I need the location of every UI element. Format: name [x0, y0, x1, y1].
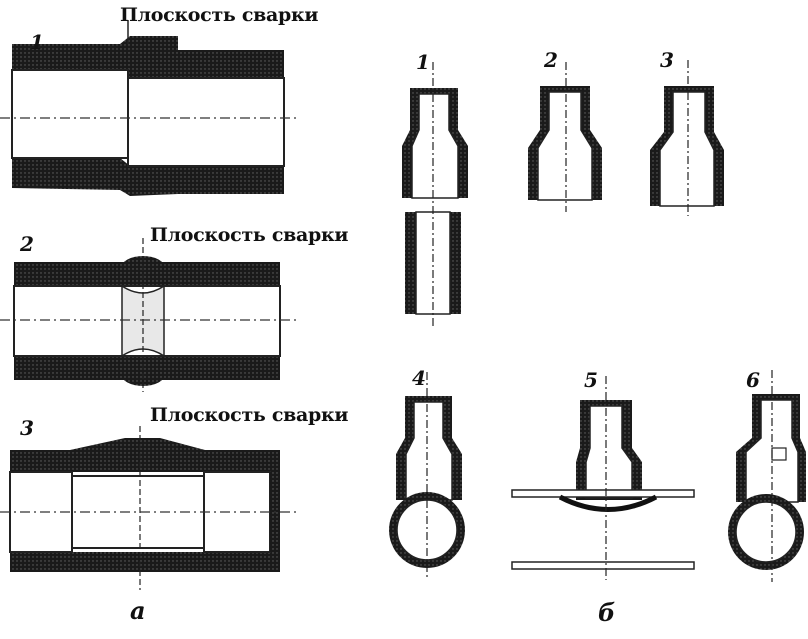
joint-a1-bottom-wall	[12, 158, 284, 196]
fitting-b2	[528, 62, 602, 212]
joint-a3-number: 3	[20, 416, 34, 440]
subfigure-b-label: б	[598, 598, 616, 627]
fitting-b1-number: 1	[416, 50, 430, 74]
joint-a2	[0, 238, 298, 392]
fitting-b3-number: 3	[660, 48, 674, 72]
joint-a1-number: 1	[30, 30, 44, 54]
joint-a3	[0, 426, 298, 590]
fitting-b1	[402, 62, 468, 328]
fitting-b2-number: 2	[544, 48, 558, 72]
joint-a1-bore-left	[11, 69, 129, 159]
weld-plane-label-2: Плоскость сварки	[150, 224, 349, 246]
joint-a1-top-wall	[12, 36, 284, 78]
weld-plane-label-3: Плоскость сварки	[150, 404, 349, 426]
fitting-b5	[511, 376, 695, 580]
joint-a2-number: 2	[20, 232, 34, 256]
fitting-b6	[728, 370, 806, 582]
fitting-b3	[650, 60, 724, 216]
fitting-b6-number: 6	[746, 368, 760, 392]
fitting-b4	[389, 372, 465, 580]
joint-a1-bore-right	[127, 77, 285, 167]
joint-a1	[0, 20, 300, 196]
fitting-b4-number: 4	[412, 366, 426, 390]
weld-plane-label-1: Плоскость сварки	[120, 4, 319, 26]
subfigure-a-label: а	[130, 596, 146, 625]
fitting-b5-number: 5	[584, 368, 598, 392]
